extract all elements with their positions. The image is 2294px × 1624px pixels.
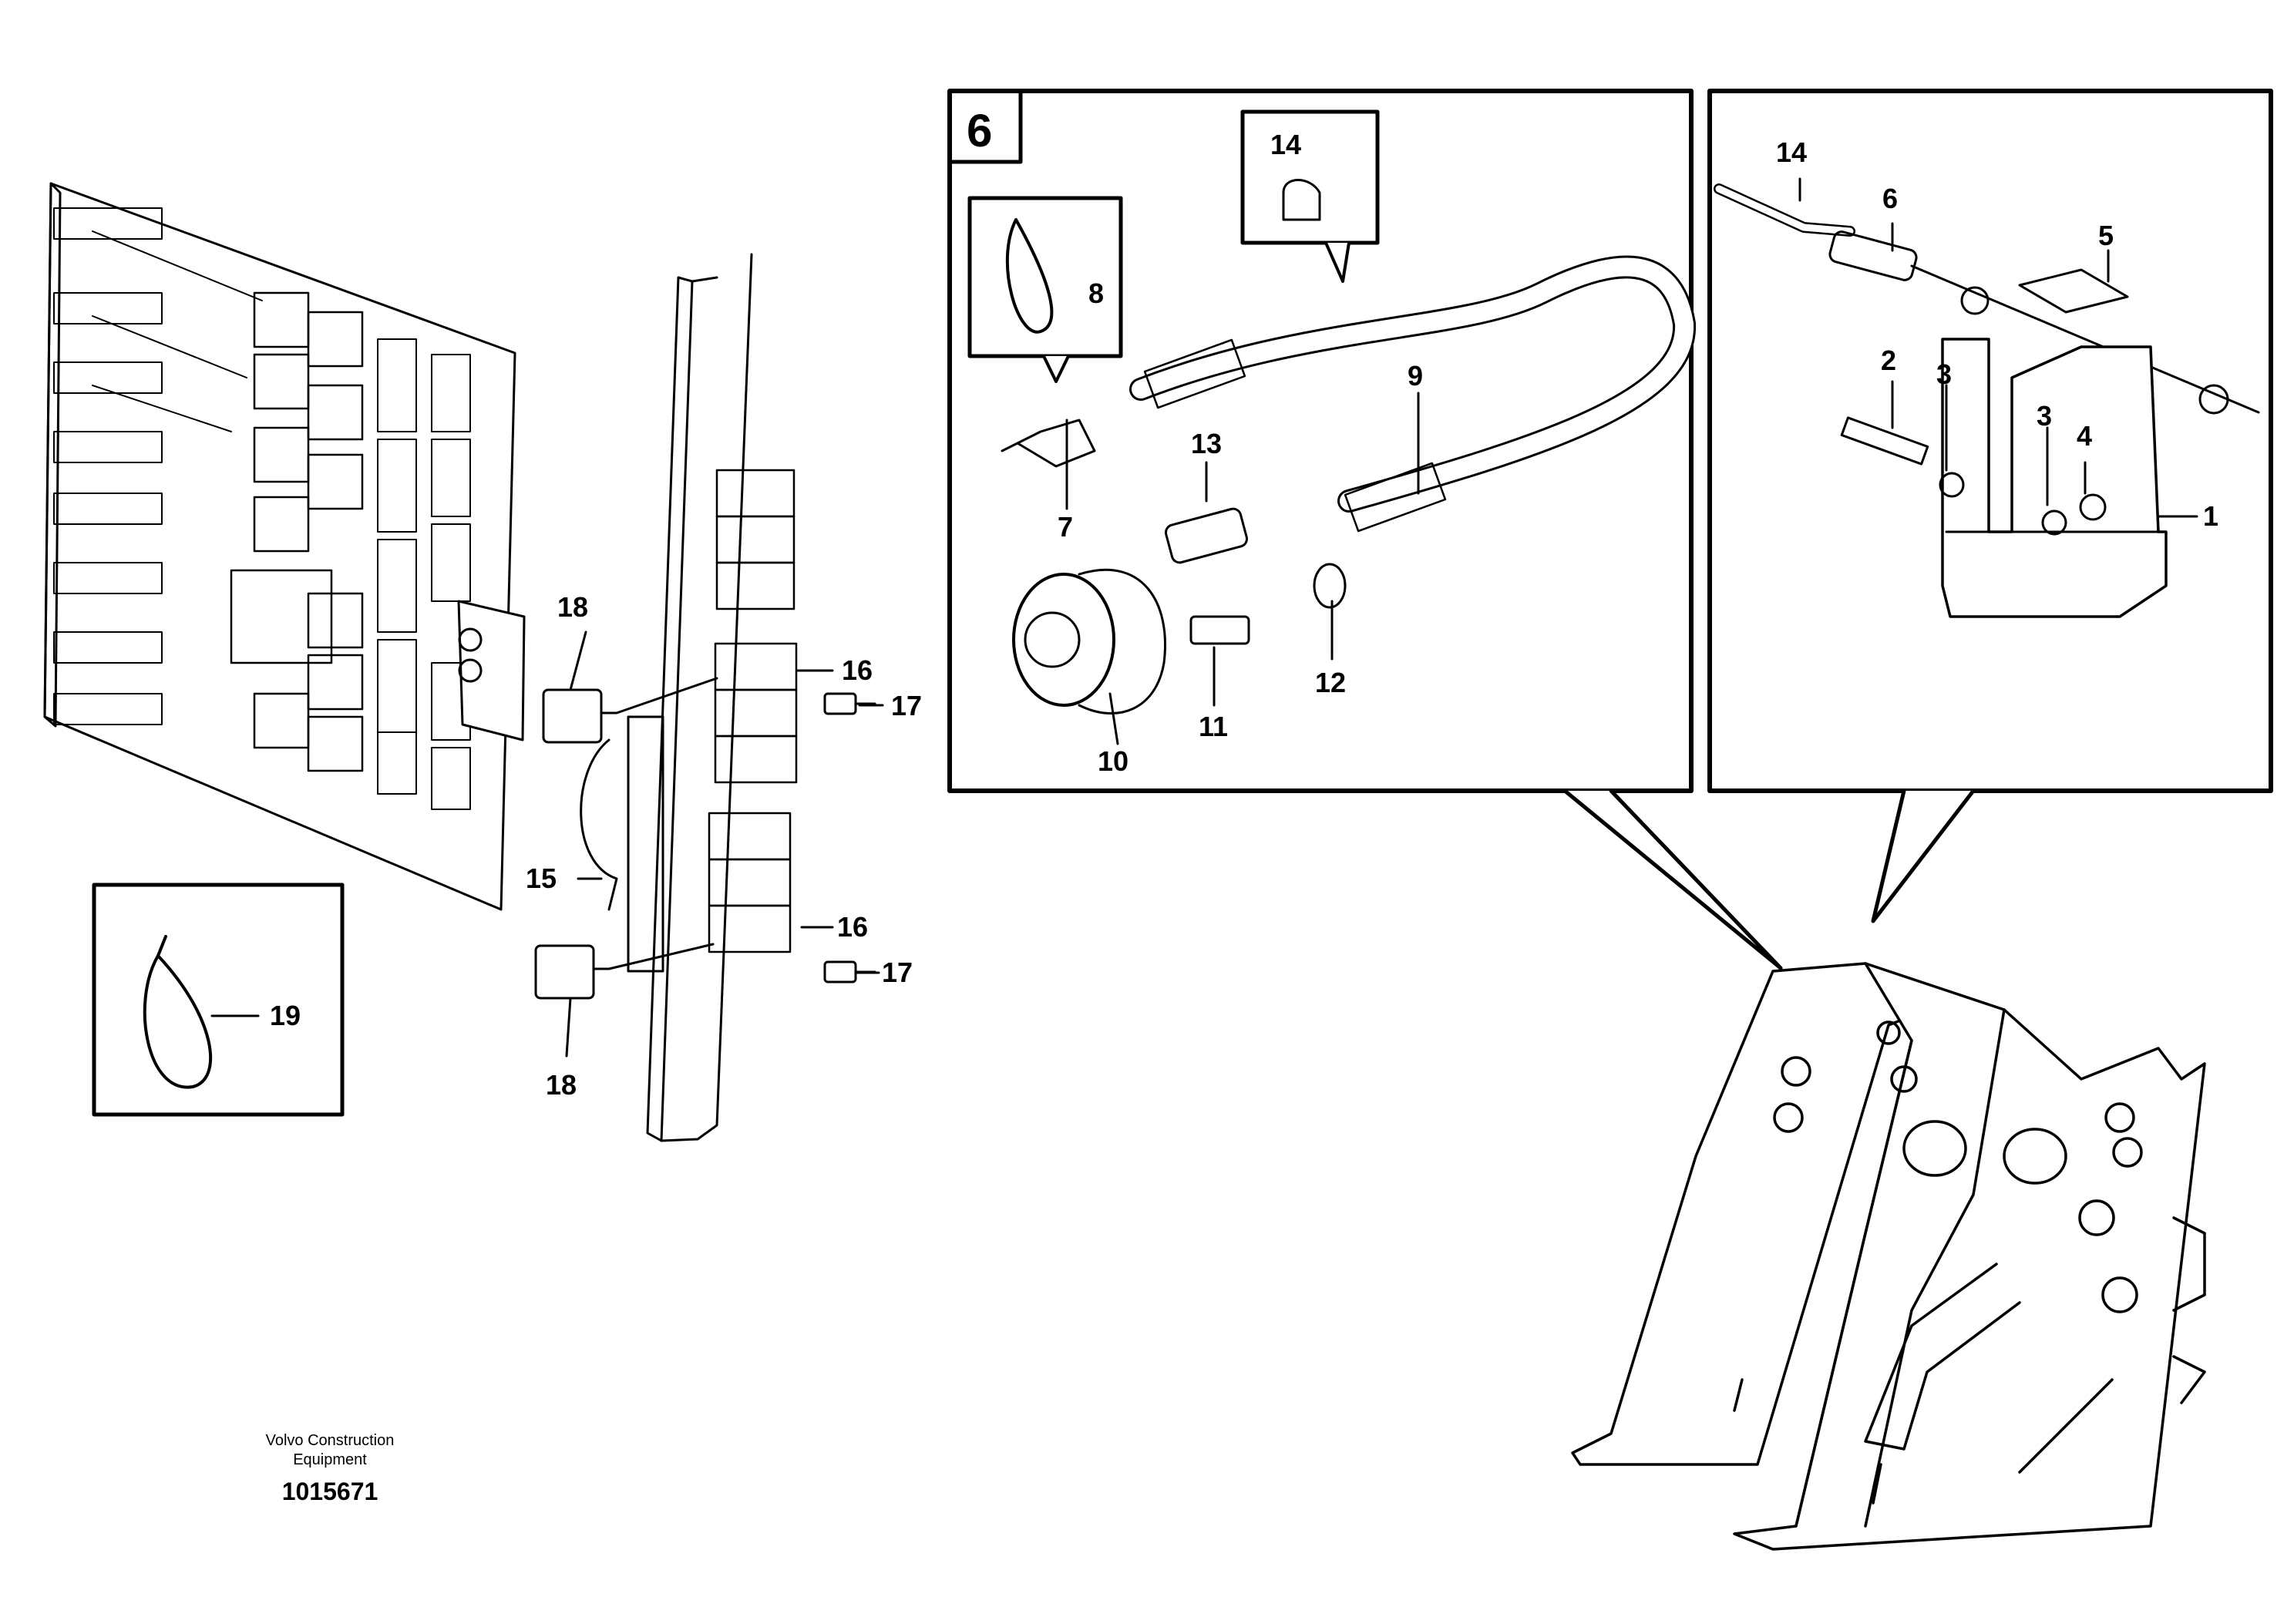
plug-cap-lower [534, 943, 715, 1000]
callout-14-bracket: 14 [1776, 136, 1807, 168]
callout-19: 19 [270, 1000, 301, 1031]
detail-box-bracket [1707, 89, 2273, 923]
callout-6: 6 [1882, 183, 1898, 214]
screw-upper [823, 692, 876, 715]
din-rail [580, 253, 798, 1142]
callout-2: 2 [1881, 345, 1896, 376]
callout-1: 1 [2203, 500, 2218, 532]
callout-17-lower: 17 [882, 957, 913, 988]
company-name-line1: Volvo Construction [266, 1432, 395, 1449]
cable-tie-inset-box [92, 883, 345, 1117]
callout-17-upper: 17 [891, 690, 922, 721]
clip-inset-14 [1240, 109, 1380, 245]
callout-5: 5 [2098, 220, 2114, 251]
callout-13: 13 [1191, 428, 1222, 459]
callout-18-lower: 18 [546, 1069, 577, 1101]
callout-8: 8 [1088, 277, 1104, 309]
detail-box-label: 6 [967, 105, 992, 156]
plug-cap-upper [542, 677, 718, 744]
callout-12: 12 [1315, 667, 1346, 698]
callout-11: 11 [1199, 711, 1228, 742]
callout-10: 10 [1098, 745, 1128, 777]
callout-16-upper: 16 [842, 654, 873, 686]
callout-9: 9 [1408, 360, 1423, 392]
detail-box-6 [947, 89, 1783, 970]
footer: Volvo Construction Equipment 1015671 [266, 1432, 395, 1505]
callout-18-upper: 18 [557, 591, 588, 623]
loader-front-frame [1571, 962, 2206, 1551]
cable-tie-19 [143, 935, 260, 1089]
callout-7: 7 [1058, 511, 1073, 543]
circuit-board [43, 182, 526, 911]
company-name-line2: Equipment [293, 1451, 367, 1468]
callout-4: 4 [2077, 420, 2092, 452]
callout-3a: 3 [1936, 358, 1952, 390]
callout-16-lower: 16 [837, 911, 868, 943]
callout-15: 15 [526, 862, 557, 894]
drawing-number: 1015671 [282, 1478, 378, 1505]
callout-labels: 1 2 3 3 4 5 6 7 8 9 10 11 12 13 14 14 15… [270, 105, 2218, 1101]
callout-3b: 3 [2037, 400, 2052, 432]
callout-14-inset: 14 [1270, 129, 1301, 160]
